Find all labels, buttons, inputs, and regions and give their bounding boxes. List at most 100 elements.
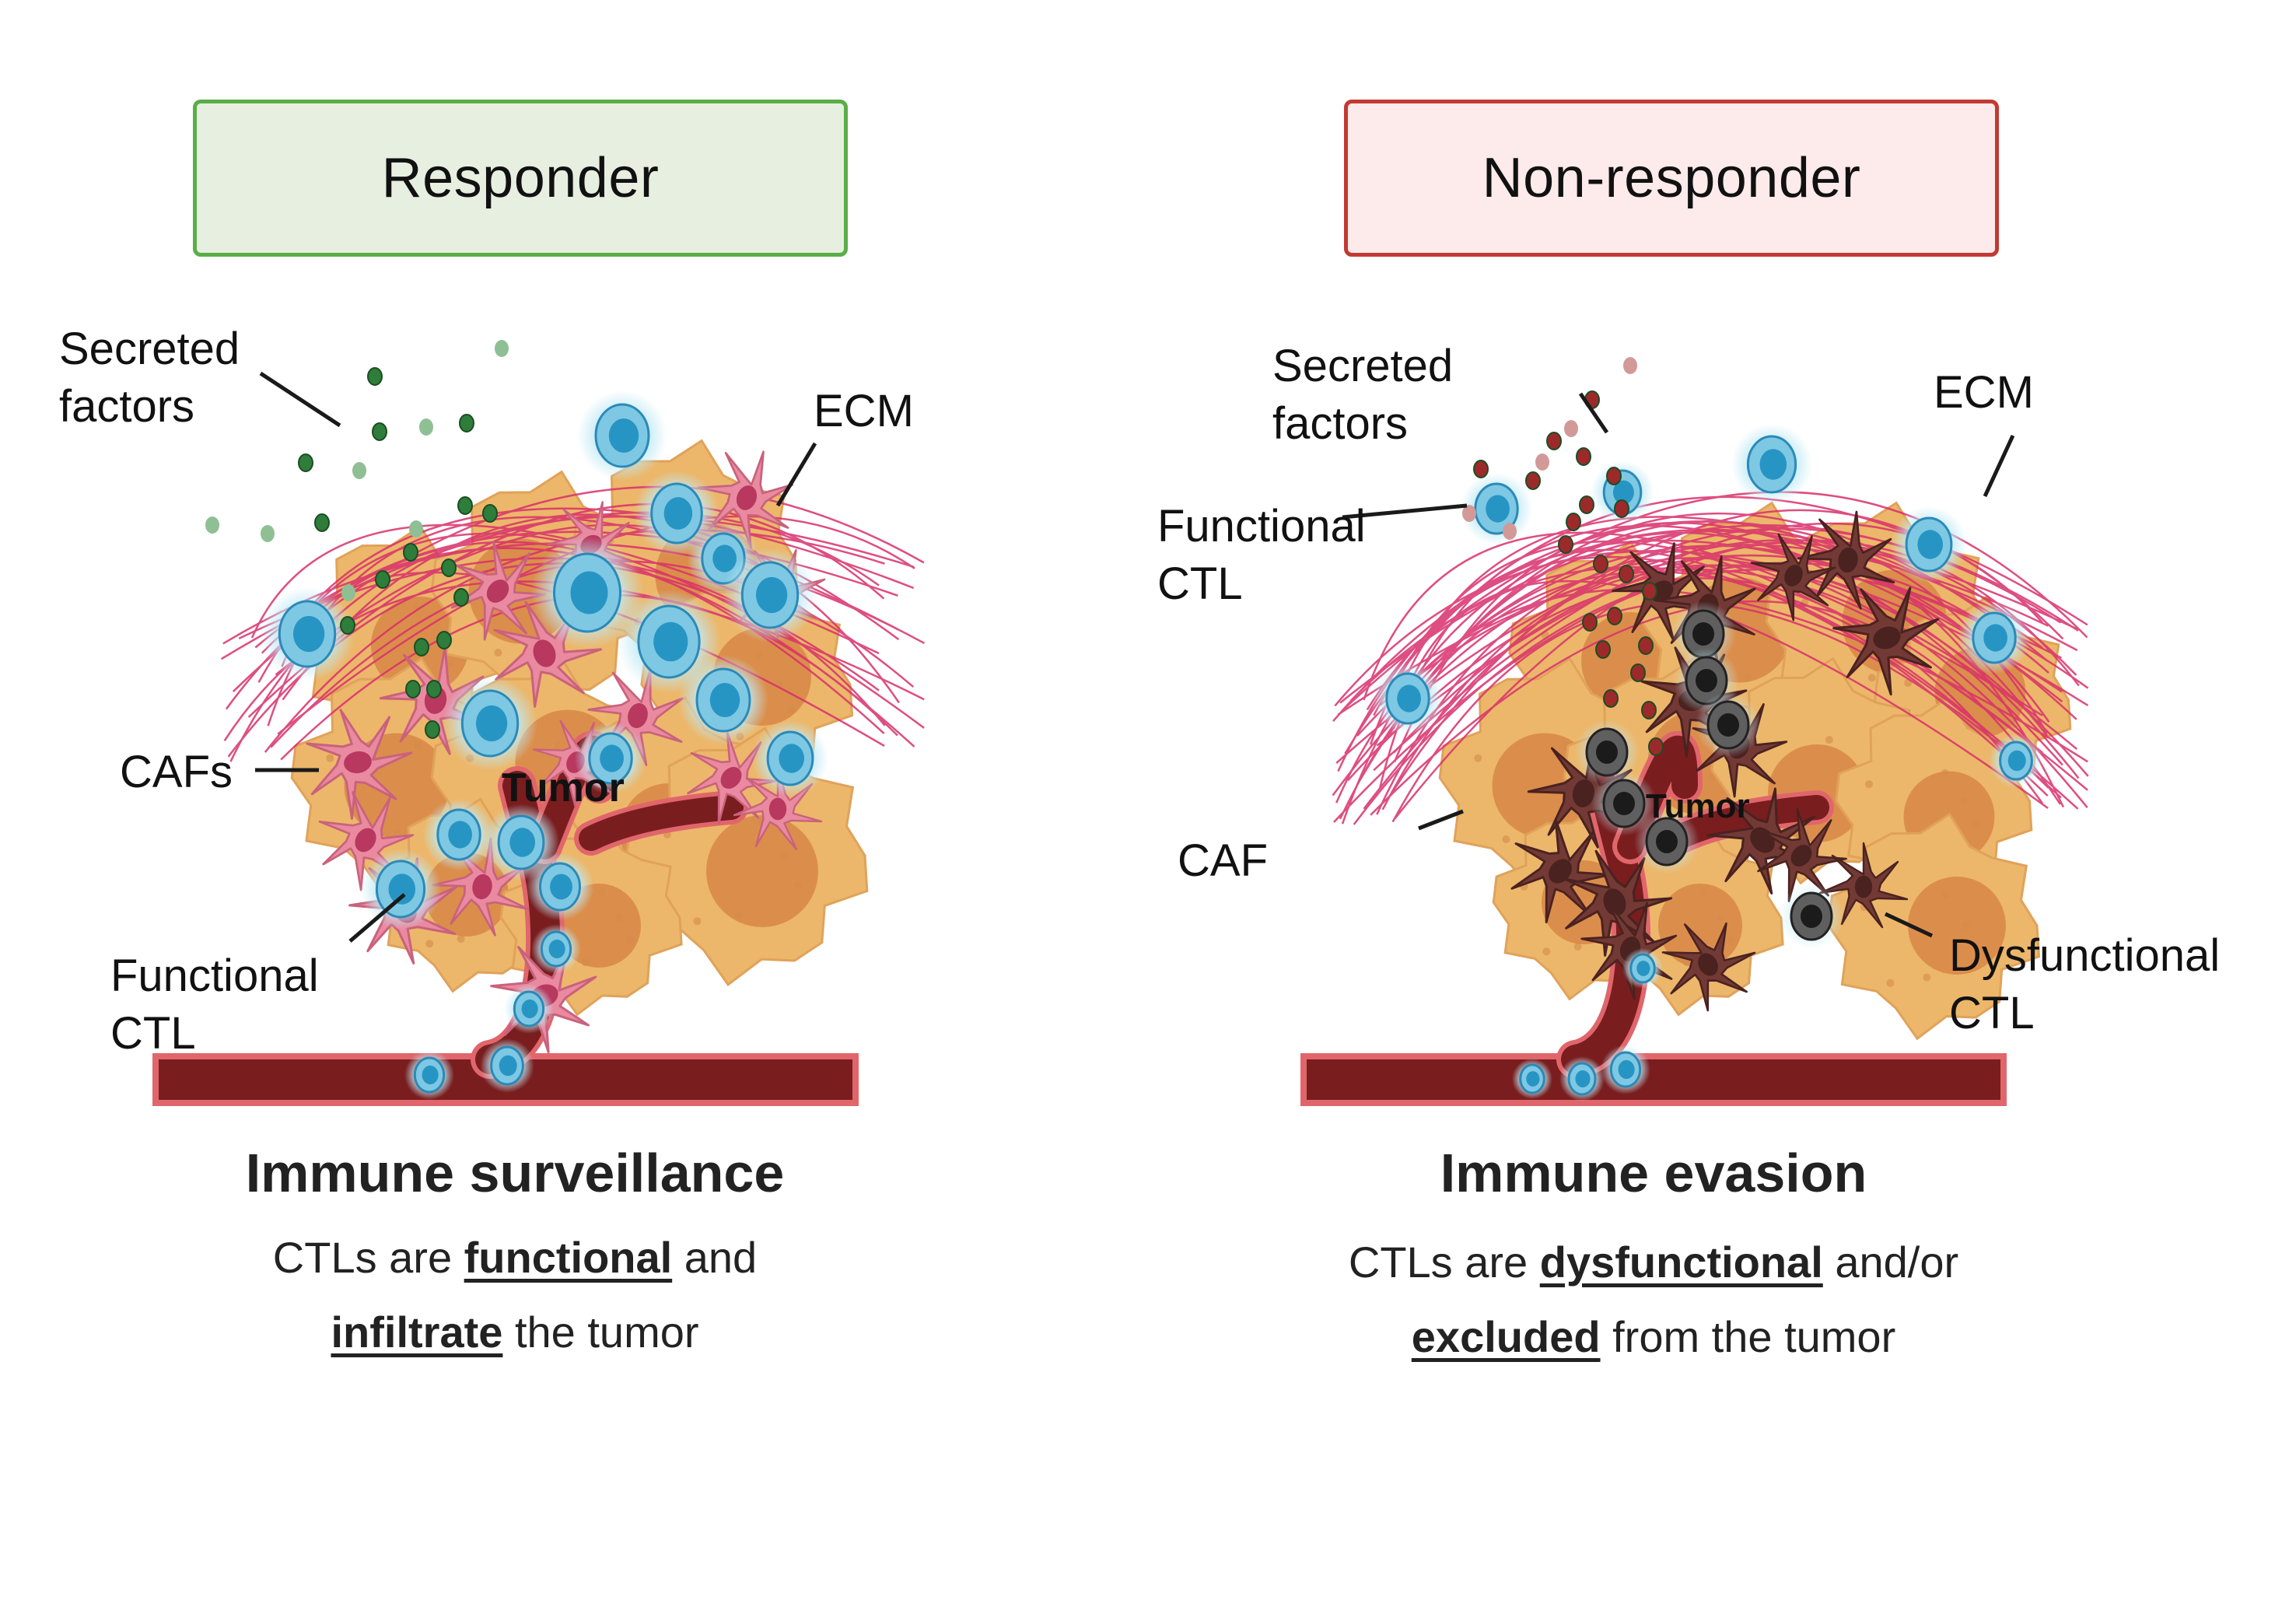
secreted-factor [436, 631, 452, 649]
caption-text: and/or [1822, 1238, 1959, 1287]
secreted-factor [1576, 447, 1591, 466]
caf-nucleus [1603, 888, 1626, 916]
ctl-nucleus [779, 744, 805, 773]
ctl-nucleus [1397, 684, 1421, 712]
tumor-microenvironment [152, 340, 926, 1106]
dysfunctional-ctl [1671, 601, 1736, 667]
caption-emphasis: functional [464, 1233, 673, 1282]
label-ecm: ECM [814, 386, 914, 436]
secreted-factor [495, 340, 509, 357]
ctl-nucleus [2007, 750, 2026, 772]
caf-cell [1818, 842, 1909, 929]
caf-cell [432, 837, 530, 937]
vessel-main [1300, 1053, 2007, 1106]
label-ecm: ECM [1934, 367, 2034, 418]
caf-nucleus [628, 703, 648, 728]
ecm-fiber [220, 511, 880, 660]
ctl-cell [260, 586, 355, 681]
secreted-factor [1595, 640, 1611, 659]
ctl-cell [1371, 662, 1444, 735]
vessel-branch [579, 795, 744, 851]
caf-nucleus [768, 797, 787, 821]
label-cafs: CAFs [120, 747, 233, 797]
label-tumor: Tumor [502, 765, 625, 811]
caf-nucleus [1572, 779, 1595, 807]
caf-nucleus [1784, 565, 1803, 586]
ctl-nucleus [1596, 740, 1618, 764]
non-responder-header: Non-responder [1344, 100, 1999, 257]
tumor-microenvironment [1300, 357, 2089, 1106]
leader-line [1418, 809, 1464, 831]
secreted-factor [1630, 663, 1646, 682]
leader-line [1578, 392, 1609, 434]
ctl-nucleus [1612, 480, 1634, 505]
ctl-nucleus [1618, 1059, 1635, 1080]
ctl-nucleus [1717, 713, 1739, 737]
ctl-nucleus [709, 683, 740, 717]
secreted-factor [1607, 607, 1622, 625]
ctl-cell [1890, 506, 1968, 583]
caf-cell [1797, 510, 1895, 610]
ctl-cell [526, 853, 594, 921]
secreted-factor [1619, 565, 1634, 583]
caption-emphasis: excluded [1411, 1312, 1601, 1361]
secreted-factor [1648, 737, 1664, 756]
ctl-cell [1601, 1045, 1650, 1094]
secreted-factor [314, 513, 330, 532]
ctl-cell [359, 848, 442, 930]
secreted-factor [1564, 420, 1578, 437]
ctl-cell [1958, 601, 2031, 674]
ecm-fiber [1335, 539, 2077, 764]
ctl-cell [531, 924, 581, 974]
tumor-cell [1827, 812, 2041, 1041]
secreted-factor [403, 543, 418, 562]
dysfunctional-ctl [1779, 884, 1844, 949]
ctl-cell [574, 722, 647, 795]
ecm-fiber [264, 529, 885, 753]
secreted-factor [457, 496, 473, 515]
caf-nucleus [720, 767, 742, 789]
leader-line [1342, 503, 1468, 520]
leader-line [1983, 434, 2015, 498]
secreted-factor [441, 558, 457, 577]
secreted-factor [341, 584, 355, 601]
dysfunctional-ctl [1674, 648, 1739, 713]
ctl-nucleus [1917, 530, 1944, 559]
label-functional-ctl: Functional CTL [1157, 501, 1366, 609]
ctl-nucleus [1575, 1070, 1591, 1087]
caf-cell [1832, 586, 1940, 696]
leader-line [348, 893, 406, 943]
ctl-nucleus [1636, 961, 1650, 976]
ctl-cell [1622, 947, 1664, 989]
secreted-factor [372, 422, 387, 441]
ctl-nucleus [663, 497, 693, 530]
secreted-factor [340, 616, 355, 635]
leader-line [1884, 912, 1934, 938]
ctl-cell [577, 390, 667, 481]
secreted-factor [453, 588, 469, 607]
caf-cell [1750, 533, 1836, 621]
ctl-cell [1460, 472, 1533, 545]
ctl-nucleus [388, 874, 416, 905]
dysfunctional-ctl [1696, 692, 1761, 758]
secreted-factor [375, 570, 390, 589]
secreted-factor [419, 418, 433, 436]
caf-nucleus [1698, 953, 1718, 976]
caption-text: from the tumor [1600, 1312, 1896, 1361]
ctl-cell [443, 676, 537, 771]
caf-cell [1661, 922, 1756, 1012]
secreted-factor [425, 720, 440, 739]
caf-cell [1510, 818, 1612, 924]
ctl-cell [530, 536, 644, 649]
responder-illustration [152, 340, 926, 1106]
ctl-nucleus [448, 821, 472, 849]
secreted-factor [1606, 467, 1622, 485]
ecm-fiber [1379, 564, 2089, 777]
secreted-factor [1579, 495, 1594, 514]
ctl-cell [504, 984, 554, 1034]
ctl-nucleus [1613, 792, 1635, 815]
secreted-factor [1642, 582, 1657, 600]
secreted-factor [1582, 613, 1598, 632]
caf-cell [306, 709, 413, 820]
label-caf: CAF [1178, 835, 1268, 886]
